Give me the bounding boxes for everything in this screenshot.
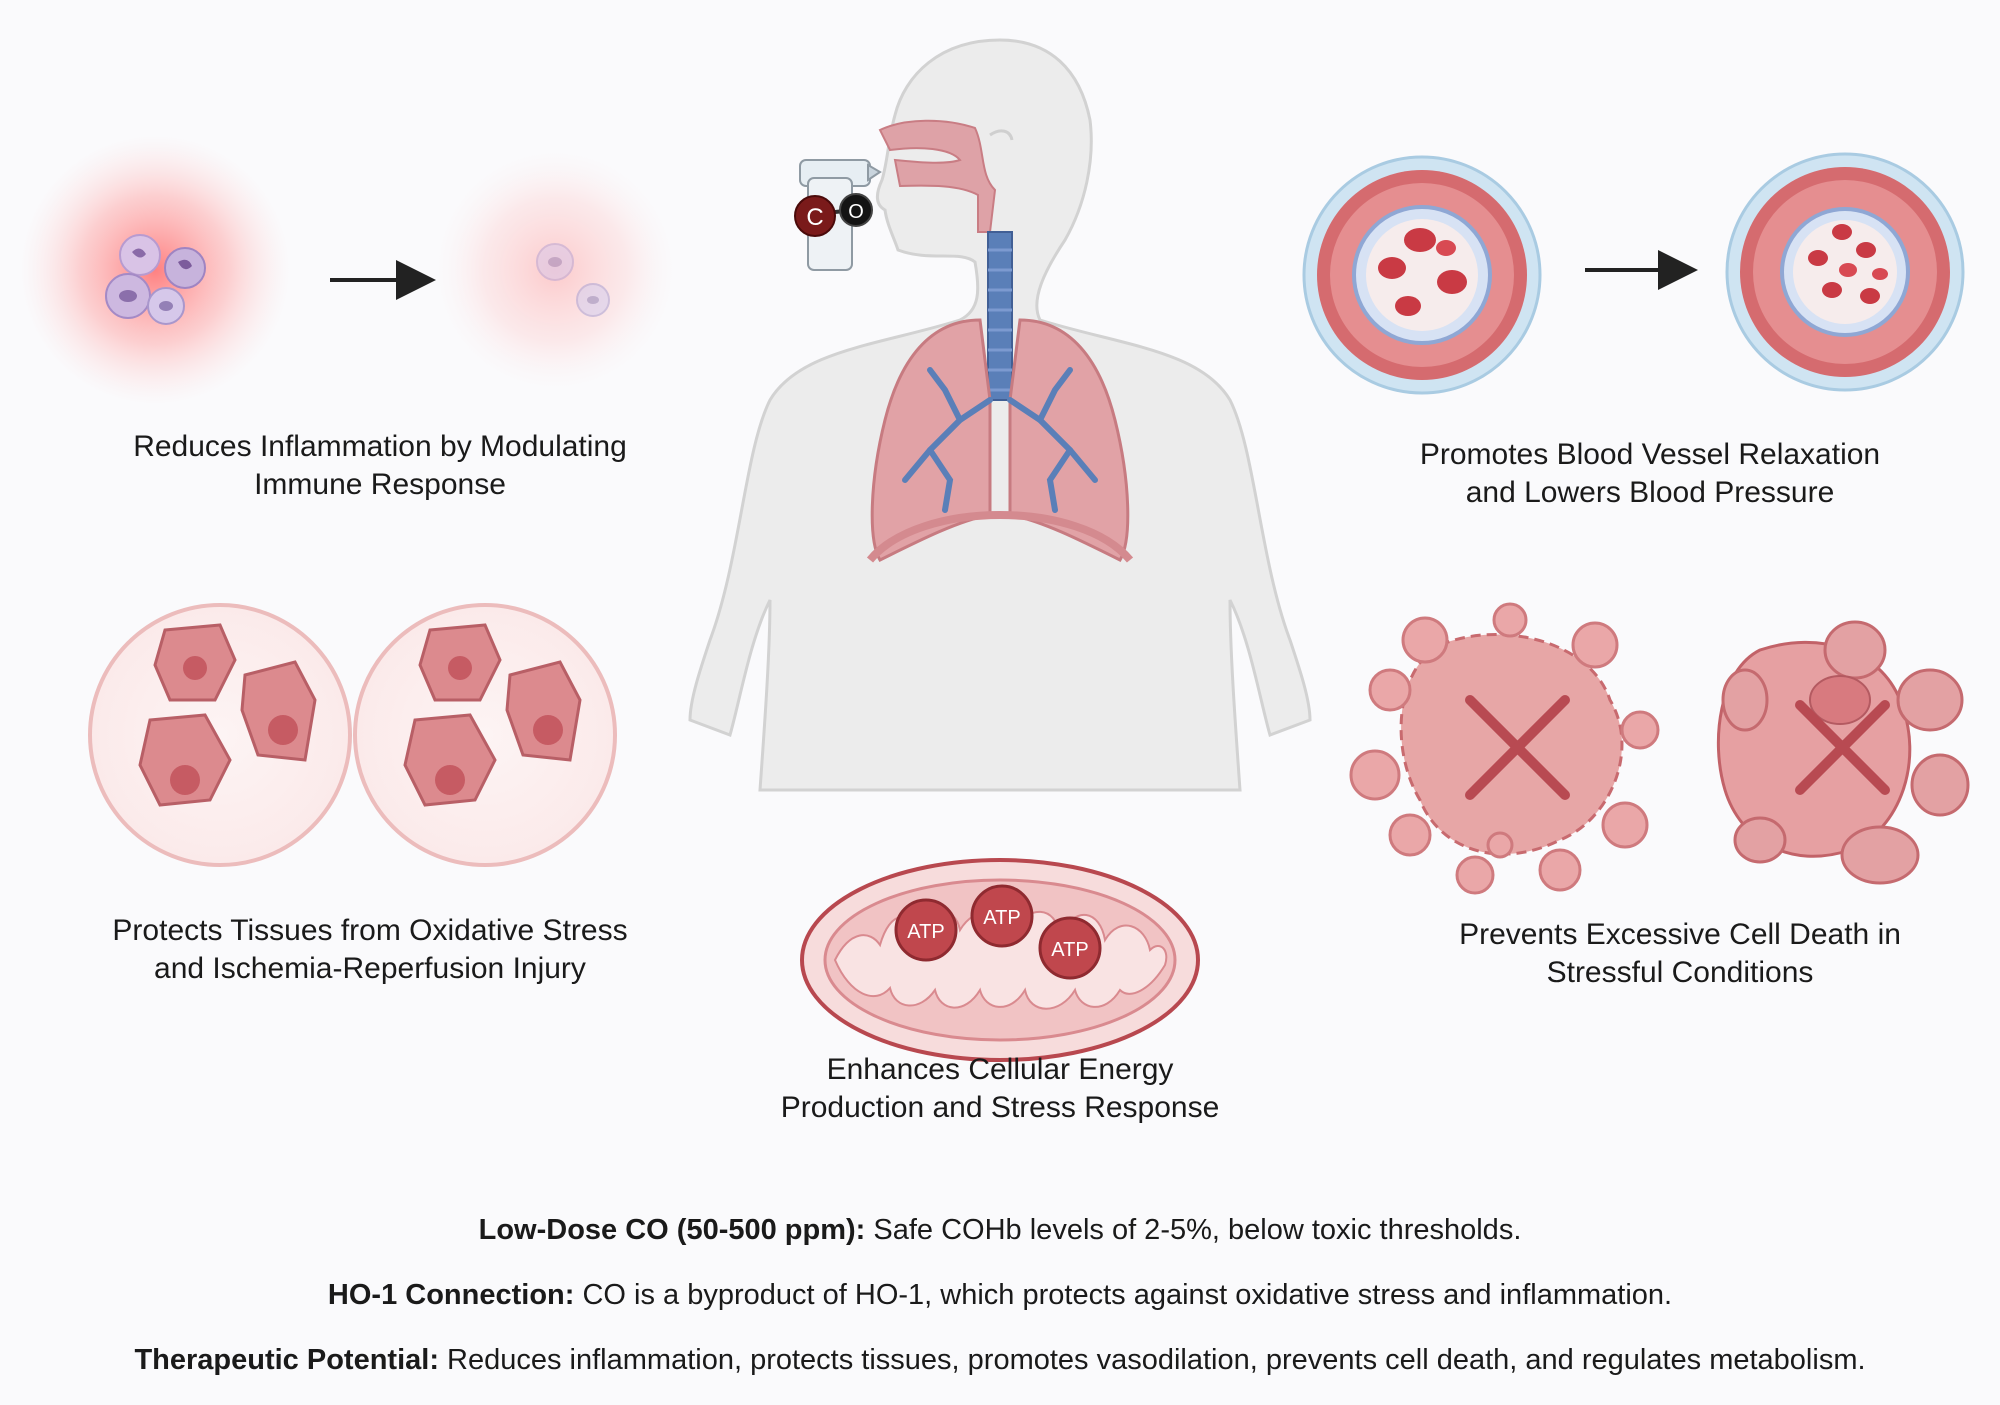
- note-text: Safe COHb levels of 2-5%, below toxic th…: [865, 1214, 1522, 1246]
- atp-label: ATP: [983, 907, 1020, 929]
- note-label: Low-Dose CO (50-500 ppm):: [478, 1214, 866, 1246]
- carbon-atom-label: C: [806, 204, 823, 231]
- immune-cells-calmed: [536, 243, 610, 317]
- inflammation-illustration: [20, 135, 675, 405]
- caption-celldeath: Prevents Excessive Cell Death in Stressf…: [1380, 916, 1980, 992]
- caption-line: and Lowers Blood Pressure: [1465, 476, 1835, 509]
- note-ho1: HO-1 Connection: CO is a byproduct of HO…: [0, 1275, 2000, 1340]
- note-text: CO is a byproduct of HO-1, which protect…: [574, 1279, 1673, 1311]
- caption-line: Promotes Blood Vessel Relaxation: [1419, 438, 1881, 471]
- immune-cells-inflamed: [105, 234, 206, 325]
- note-text: Reduces inflammation, protects tissues, …: [438, 1344, 1866, 1376]
- nasal-airway: [878, 119, 997, 233]
- caption-line: Immune Response: [254, 468, 506, 501]
- left-lung: [870, 318, 992, 562]
- body-silhouette: [688, 38, 1312, 792]
- right-lung: [1008, 318, 1130, 562]
- caption-line: Protects Tissues from Oxidative Stress: [112, 914, 628, 947]
- caption-line: Stressful Conditions: [1546, 956, 1814, 989]
- atp-molecule: ATP: [970, 884, 1034, 948]
- note-label: HO-1 Connection:: [327, 1279, 575, 1311]
- vessel-constricted: [1302, 155, 1542, 395]
- bronchi: [902, 367, 1098, 513]
- apoptotic-cell: [1349, 602, 1660, 895]
- caption-vessel: Promotes Blood Vessel Relaxation and Low…: [1350, 436, 1950, 512]
- caption-inflammation: Reduces Inflammation by Modulating Immun…: [80, 428, 680, 504]
- atp-molecules: ATP ATP ATP: [894, 884, 1102, 980]
- caption-line: and Ischemia-Reperfusion Injury: [154, 952, 586, 985]
- vessel-illustration: [1302, 152, 1965, 395]
- caption-line: Production and Stress Response: [780, 1091, 1220, 1124]
- oxygen-atom-label: O: [848, 201, 864, 223]
- atp-label: ATP: [1051, 939, 1088, 961]
- caption-line: Reduces Inflammation by Modulating: [133, 430, 627, 463]
- caption-line: Enhances Cellular Energy: [826, 1053, 1174, 1086]
- caption-tissue: Protects Tissues from Oxidative Stress a…: [60, 912, 680, 988]
- cell-death-illustration: [1349, 602, 1970, 895]
- note-label: Therapeutic Potential:: [134, 1344, 439, 1376]
- vessel-relaxed: [1725, 152, 1965, 392]
- diaphragm: [866, 511, 1134, 563]
- caption-energy: Enhances Cellular Energy Production and …: [700, 1051, 1300, 1127]
- caption-line: Prevents Excessive Cell Death in: [1459, 918, 1901, 951]
- note-low-dose: Low-Dose CO (50-500 ppm): Safe COHb leve…: [0, 1210, 2000, 1275]
- atp-molecule: ATP: [894, 898, 958, 962]
- atp-molecule: ATP: [1038, 916, 1102, 980]
- necrotic-cell: [1716, 620, 1970, 885]
- note-therapeutic: Therapeutic Potential: Reduces inflammat…: [0, 1340, 2000, 1405]
- atp-label: ATP: [907, 921, 944, 943]
- human-body-illustration: C O: [688, 38, 1312, 792]
- co-molecule: C O: [794, 193, 873, 237]
- notes-section: Low-Dose CO (50-500 ppm): Safe COHb leve…: [0, 1210, 2000, 1405]
- trachea: [987, 231, 1013, 401]
- tissue-illustration: [88, 603, 617, 867]
